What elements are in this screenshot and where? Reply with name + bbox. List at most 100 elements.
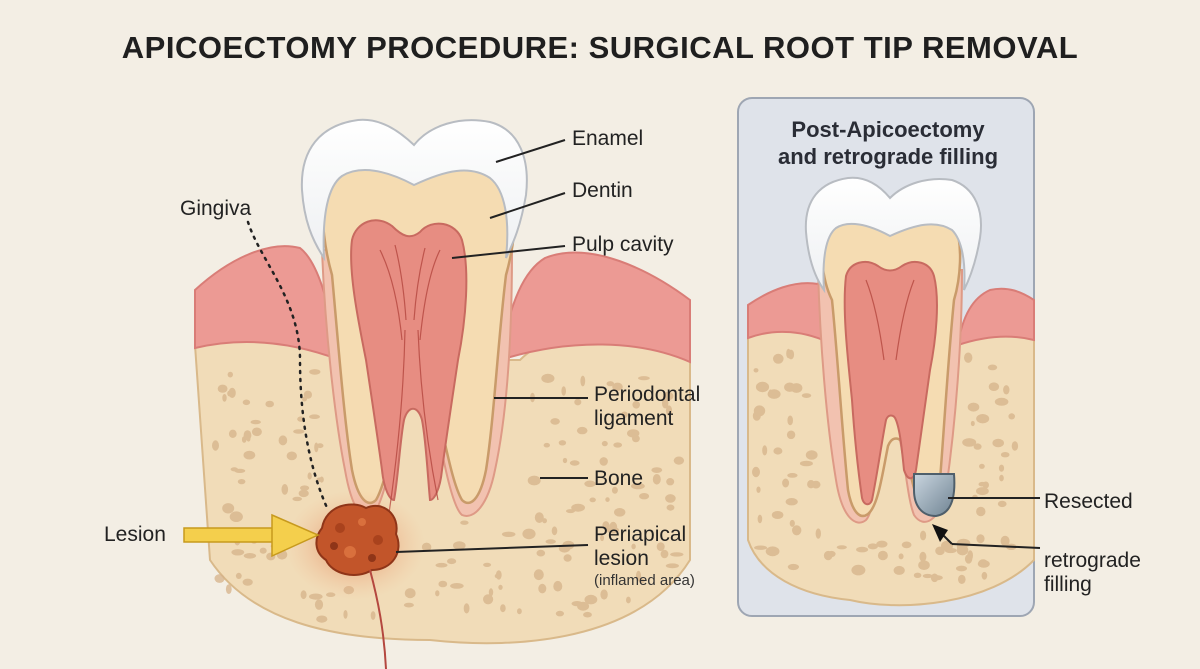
tooth-enamel (300, 118, 528, 262)
bone-pore (922, 573, 933, 579)
bone-pore (435, 562, 448, 568)
bone-pore (786, 430, 796, 440)
bone-pore (298, 489, 309, 498)
bone-pore (765, 546, 780, 557)
bone-pore (243, 553, 257, 559)
bone-pore (631, 543, 636, 550)
page-title: APICOECTOMY PROCEDURE: SURGICAL ROOT TIP… (121, 30, 1079, 65)
bone-pore (756, 486, 761, 493)
bone-pore (656, 542, 665, 551)
bone-pore (589, 497, 596, 503)
bone-pore (259, 547, 267, 554)
bone-pore (962, 438, 977, 447)
bone-pore (792, 525, 802, 536)
bone-pore (550, 418, 560, 425)
panel-title-line-1: Post-Apicoectomy (791, 117, 985, 142)
bone-pore (307, 472, 312, 480)
bone-pore (404, 588, 416, 599)
bone-pore (836, 545, 847, 550)
label-gingiva: Gingiva (180, 197, 252, 220)
bone-pore (976, 534, 985, 544)
label-ligament: ligament (594, 407, 674, 430)
bone-pore (612, 382, 623, 391)
bone-pore (488, 588, 494, 597)
bone-pore (1008, 413, 1015, 420)
bone-pore (998, 464, 1005, 472)
bone-pore (533, 569, 544, 581)
bone-pore (265, 400, 275, 408)
bone-pore (773, 353, 784, 364)
bone-pore (600, 534, 605, 542)
bone-pore (447, 558, 457, 565)
bone-pore (562, 457, 568, 464)
bone-pore (601, 440, 608, 447)
bone-pore (805, 450, 818, 460)
bone-pore (979, 463, 985, 469)
leader-lines-left (395, 139, 589, 553)
bone-pore (584, 594, 598, 605)
panel-title: Post-Apicoectomy and retrograde filling (738, 116, 1038, 170)
bone-pore (801, 393, 812, 398)
bone-pore (665, 405, 673, 416)
panel-title-line-2: and retrograde filling (777, 144, 999, 169)
bone-pore (235, 572, 242, 580)
bone-pore (999, 474, 1004, 482)
bone-pore (992, 438, 1004, 448)
bone-pore (500, 604, 506, 613)
bone-pore (970, 420, 975, 427)
bone-pore (919, 551, 927, 562)
gingiva-left (194, 245, 342, 362)
bone-pore (292, 496, 303, 502)
bone-pore (517, 608, 522, 615)
bone-pore (901, 541, 912, 549)
bone-pore (790, 383, 803, 393)
label-retrograde: retrograde (1044, 549, 1141, 572)
gingiva-right (498, 251, 691, 364)
bone-pore (606, 526, 620, 534)
bone-pore (569, 460, 580, 466)
panel-tooth-enamel (804, 176, 982, 294)
bone-pore (243, 430, 252, 441)
periapical-lesion-mass (315, 503, 400, 576)
bone-pore (602, 521, 610, 530)
bone-pore (460, 520, 469, 525)
bone-pore (1003, 385, 1010, 395)
bone-pore (670, 552, 684, 557)
bone-pore (665, 494, 676, 503)
bone-pore (309, 414, 320, 420)
bone-pore (976, 506, 986, 517)
bone-pore (435, 590, 440, 597)
bone-pore (753, 368, 759, 373)
bone-pore (635, 570, 642, 582)
bone-pore (964, 352, 973, 363)
lesion-arrow (183, 513, 320, 558)
bone-pore (978, 481, 987, 487)
bone-pore (250, 419, 261, 425)
bone-pore (768, 389, 773, 397)
left-tooth-illustration (183, 118, 691, 669)
bone-pore (561, 386, 566, 396)
bone-pore (293, 429, 305, 434)
bone-pore (754, 545, 768, 550)
bone-pore (231, 549, 245, 556)
bone-pore (534, 512, 544, 523)
bone-pore (638, 376, 650, 381)
bone-pore (225, 584, 232, 594)
bone-pore (626, 596, 631, 604)
bone-pore (450, 583, 464, 589)
bone-pore (300, 485, 310, 491)
label-bone: Bone (594, 467, 644, 490)
bone-pore (976, 414, 990, 424)
bone-pore (787, 473, 798, 478)
bone-pore (918, 560, 930, 570)
bone-pore (214, 574, 225, 583)
bone-pore (823, 550, 833, 561)
nerve-root (369, 569, 387, 669)
bone-pore (237, 479, 246, 485)
bone-pore (536, 549, 546, 557)
bone-pore (666, 478, 675, 486)
bone-pore (583, 611, 592, 618)
bone-pore (673, 456, 685, 465)
bone-pore (913, 572, 922, 578)
bone-pore (483, 594, 494, 605)
